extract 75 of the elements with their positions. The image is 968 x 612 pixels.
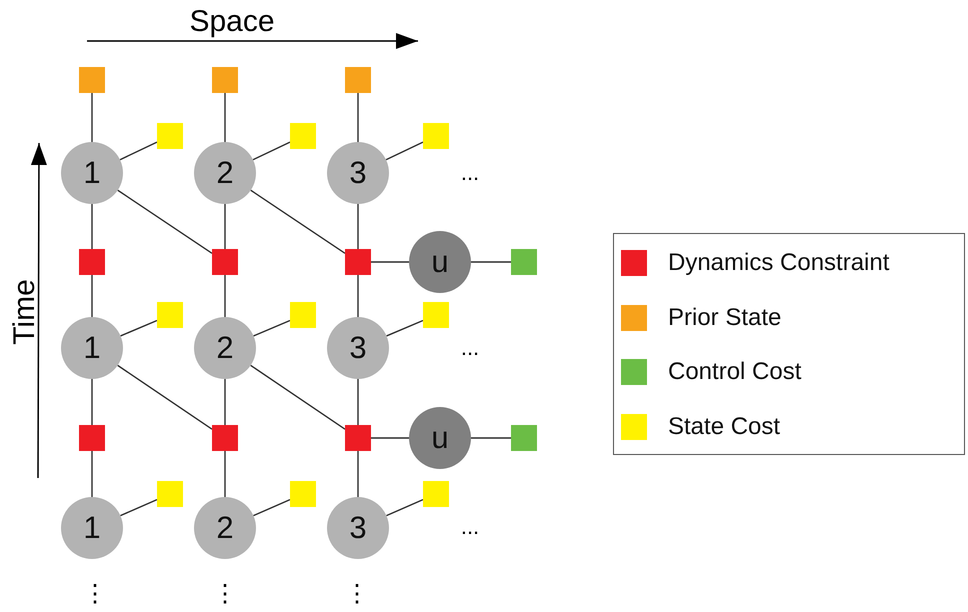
connector-line: [371, 261, 409, 263]
ellipsis: ⋮: [345, 580, 369, 608]
connector-line: [252, 142, 290, 160]
connector-line: [120, 142, 158, 160]
state-variable-node: 1: [61, 142, 123, 204]
factor-square: [157, 302, 183, 328]
connector-line: [357, 451, 359, 497]
connector-line: [224, 451, 226, 497]
factor-square: [290, 481, 316, 507]
ellipsis: ⋮: [213, 580, 237, 608]
factor-square: [511, 249, 537, 275]
connector-line: [224, 93, 226, 142]
state-variable-node: 1: [61, 497, 123, 559]
connector-line: [120, 499, 158, 516]
connector-line: [117, 190, 212, 254]
legend-label: Control Cost: [668, 358, 802, 386]
connector-line: [91, 451, 93, 497]
axis-label: Time: [8, 279, 42, 345]
factor-square: [345, 249, 371, 275]
state-variable-node: 3: [327, 317, 389, 379]
axis-label: Space: [189, 5, 275, 39]
legend-label: Prior State: [668, 304, 782, 332]
connector-line: [224, 204, 226, 249]
legend-label: State Cost: [668, 412, 780, 440]
state-variable-node: 2: [194, 497, 256, 559]
connector-line: [91, 275, 93, 317]
state-variable-node: 2: [194, 317, 256, 379]
factor-square: [212, 67, 238, 93]
control-variable-node: u: [409, 407, 471, 469]
connector-line: [250, 364, 346, 430]
connector-line: [386, 499, 424, 516]
connector-line: [371, 437, 409, 439]
state-variable-node: 1: [61, 317, 123, 379]
connector-line: [224, 275, 226, 317]
connector-line: [386, 142, 424, 160]
factor-square: [79, 425, 105, 451]
ellipsis: ⋮: [83, 580, 107, 608]
factor-square: [157, 123, 183, 149]
connector-line: [250, 190, 346, 254]
factor-square: [79, 249, 105, 275]
connector-line: [357, 275, 359, 317]
connector-line: [357, 93, 359, 142]
connector-line: [120, 320, 158, 337]
factor-square: [157, 481, 183, 507]
factor-square: [345, 67, 371, 93]
factor-square: [423, 481, 449, 507]
connector-line: [91, 204, 93, 249]
factor-square: [345, 425, 371, 451]
connector-line: [91, 93, 93, 142]
connector-line: [224, 379, 226, 425]
connector-line: [357, 379, 359, 425]
factor-square: [212, 249, 238, 275]
connector-line: [253, 320, 290, 337]
factor-square: [290, 302, 316, 328]
factor-square: [423, 123, 449, 149]
connector-line: [357, 204, 359, 249]
factor-square: [79, 67, 105, 93]
connector-line: [253, 499, 290, 516]
ellipsis: ...: [460, 335, 480, 361]
factor-square: [212, 425, 238, 451]
ellipsis: ...: [460, 514, 480, 540]
control-variable-node: u: [409, 231, 471, 293]
ellipsis: ...: [460, 160, 480, 186]
connector-line: [471, 437, 511, 439]
connector-line: [91, 379, 93, 425]
connector-line: [471, 261, 511, 263]
legend-label: Dynamics Constraint: [668, 249, 890, 277]
connector-line: [386, 320, 424, 337]
factor-square: [511, 425, 537, 451]
connector-line: [117, 364, 212, 430]
state-variable-node: 3: [327, 497, 389, 559]
factor-square: [423, 302, 449, 328]
state-variable-node: 2: [194, 142, 256, 204]
factor-square: [290, 123, 316, 149]
state-variable-node: 3: [327, 142, 389, 204]
